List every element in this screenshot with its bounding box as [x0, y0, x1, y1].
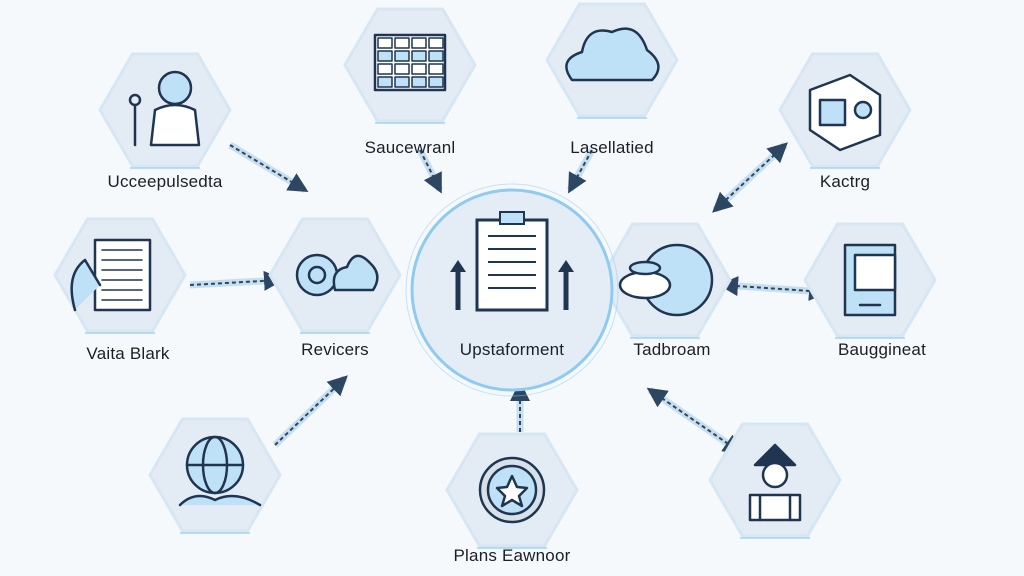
node-label-revicers: Revicers [301, 340, 369, 359]
node-vaita-blark [53, 217, 187, 334]
node-globe [148, 417, 282, 534]
node-pirate [708, 422, 842, 539]
clipboard-icon [450, 211, 574, 312]
node-lasellatied [545, 2, 679, 119]
node-label-vaita-blark: Vaita Blark [86, 344, 170, 363]
device-icon [843, 243, 897, 317]
node-label-lasellatied: Lasellatied [570, 138, 654, 157]
node-ucceepulsedta [98, 52, 232, 169]
connector-arrow [419, 149, 442, 194]
up-arrowhead-right [558, 260, 574, 272]
connector-arrow [718, 276, 829, 301]
node-saucewranl [343, 7, 477, 124]
center-ring [405, 183, 619, 397]
up-arrowhead-left [450, 260, 466, 272]
clipboard-clip [499, 211, 525, 225]
node-label-kactrg: Kactrg [819, 172, 871, 191]
connector-arrow [274, 375, 348, 446]
node-tadbroam [598, 222, 732, 339]
center-label: Upstaforment [459, 340, 565, 359]
node-bauggineat [803, 222, 937, 339]
cloud-gear-icon [295, 253, 379, 297]
center-node [405, 183, 619, 397]
globe-disc-icon [618, 243, 714, 317]
person-icon [128, 70, 201, 147]
connector-arrow [712, 142, 788, 213]
node-label-saucewranl: Saucewranl [364, 138, 456, 157]
node-label-bauggineat: Bauggineat [837, 340, 927, 359]
figure-icon [748, 443, 802, 522]
connector-arrow [189, 270, 284, 291]
node-label-ucceepulsedta: Ucceepulsedta [107, 172, 223, 191]
document-list-icon [70, 238, 152, 312]
machine-icon [808, 73, 882, 152]
node-plans-eawnoor [445, 432, 579, 549]
node-kactrg [778, 52, 912, 169]
server-rack-icon [373, 33, 447, 92]
connector-arrow [229, 144, 309, 193]
globe-icon [178, 435, 262, 507]
clipboard-board [475, 218, 549, 312]
node-label-plans-eawnoor: Plans Eawnoor [453, 546, 571, 565]
star-badge-icon [478, 456, 546, 524]
node-revicers [268, 217, 402, 334]
connector-arrow [646, 387, 744, 455]
node-label-tadbroam: Tadbroam [633, 340, 711, 359]
cloud-icon [565, 27, 660, 82]
connector-arrow [568, 149, 593, 194]
